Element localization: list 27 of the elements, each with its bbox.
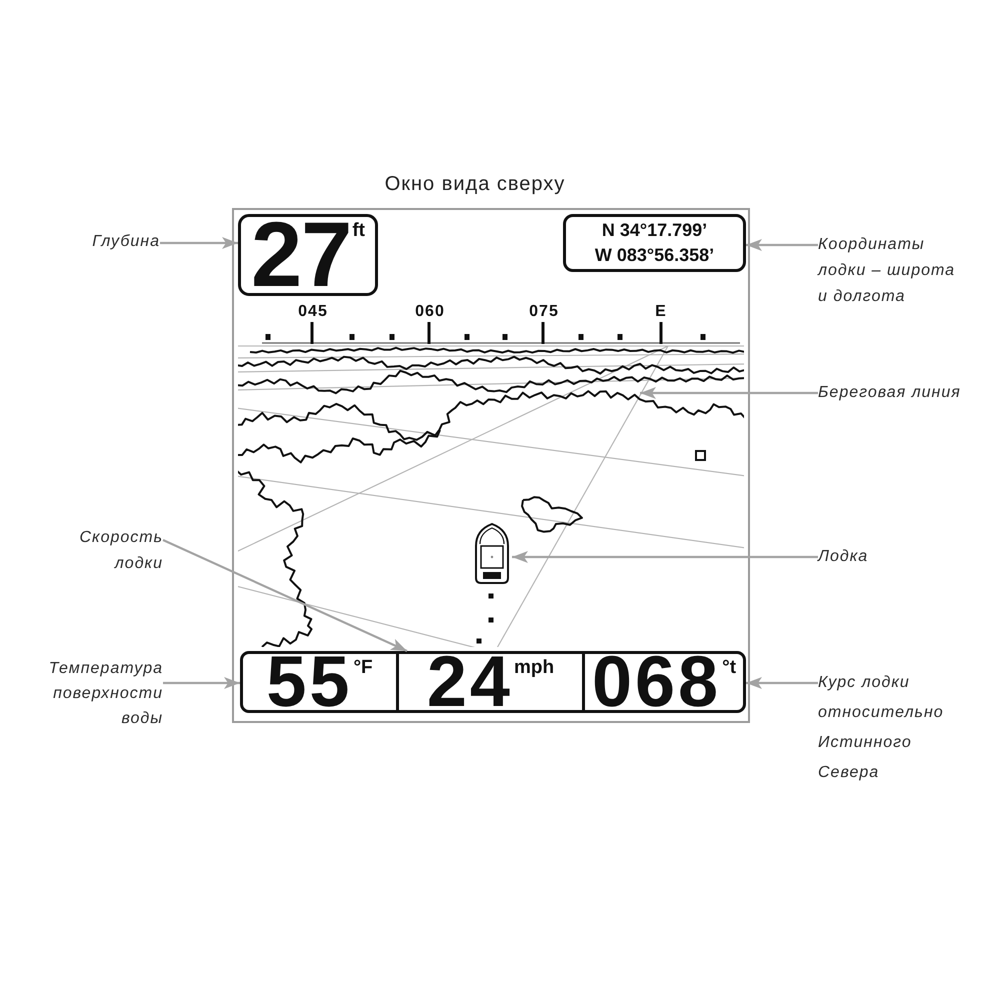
- latitude-readout: N 34°17.799’: [602, 219, 708, 242]
- callout-arrow: [746, 239, 818, 251]
- callout-text: Координаты лодки – широта и долгота: [818, 232, 957, 310]
- callout-text: Скорость лодки: [78, 525, 163, 577]
- compass-heading-label: 075: [529, 304, 559, 320]
- callout-arrow: [160, 237, 238, 249]
- callout-text: Курс лодки относительно Истинного Севера: [818, 668, 945, 788]
- callout-arrow: [162, 539, 408, 652]
- callout-arrow: [512, 551, 818, 563]
- boat-speed-readout: 24$^{mph}$: [399, 651, 582, 713]
- callout-text: Температура поверхности воды: [47, 656, 163, 731]
- water-temperature-readout: 55$^{°F}$: [240, 651, 399, 713]
- callout-arrow: [640, 387, 818, 399]
- callout-text: Лодка: [818, 545, 870, 569]
- longitude-readout: W 083°56.358’: [594, 244, 714, 267]
- screen-title: Окно вида сверху: [384, 173, 566, 196]
- boat-icon: [472, 522, 512, 585]
- callout-text: Береговая линия: [818, 381, 962, 405]
- heading-readout: 068$^{°t}$: [582, 651, 746, 713]
- compass-heading-label: 045: [298, 304, 328, 320]
- coordinates-readout-box: [563, 214, 746, 272]
- callout-text: Глубина: [91, 230, 160, 254]
- depth-readout: 27$^{ft}$: [238, 214, 378, 296]
- compass-heading-label: 060: [415, 304, 445, 320]
- compass-heading-label: E: [655, 304, 667, 320]
- callout-arrow: [163, 677, 240, 689]
- callout-arrow: [746, 677, 818, 689]
